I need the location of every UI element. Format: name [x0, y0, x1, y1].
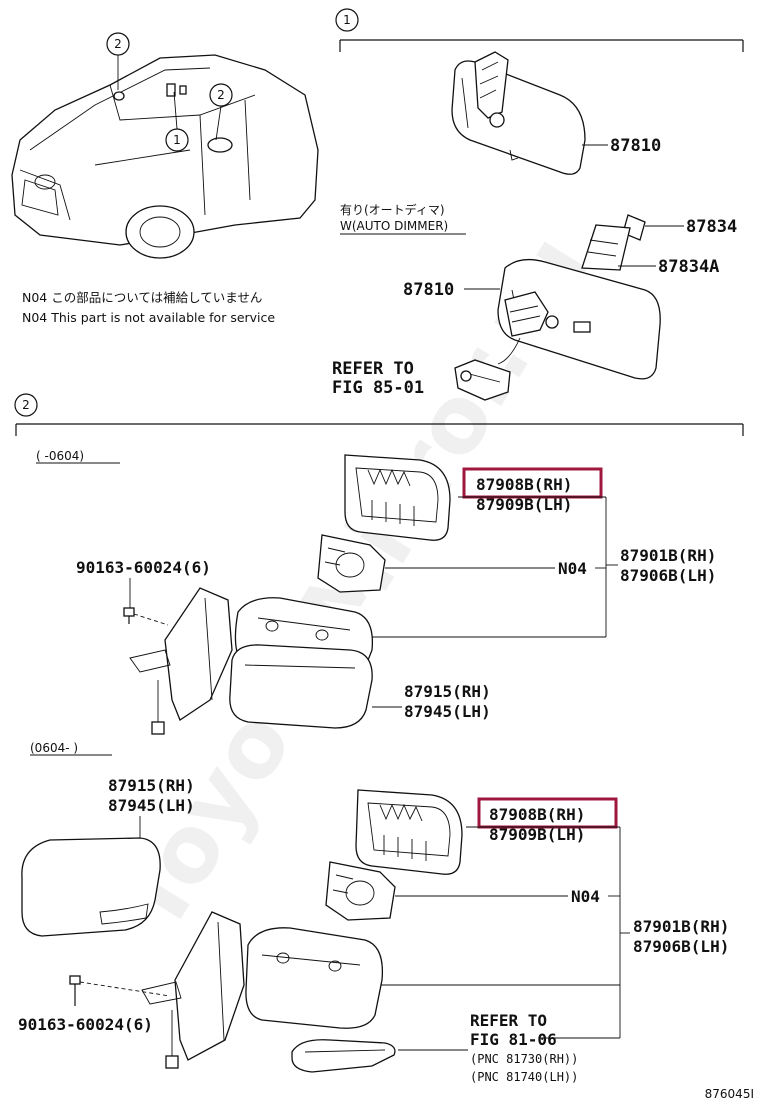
label-87834A: 87834A [658, 257, 719, 277]
svg-text:2: 2 [22, 398, 30, 412]
note-jp: N04 この部品については補給していません [22, 290, 262, 305]
variant-jp: 有り(オートディマ) [340, 202, 445, 217]
pnc-81730: (PNC 81730(RH)) [470, 1052, 578, 1066]
mirror-actuator-upper [317, 534, 386, 593]
section1-header: 1 [335, 8, 744, 52]
label-87945-lower: 87945(LH) [108, 796, 195, 815]
label-N04-lower: N04 [571, 887, 600, 906]
refer-85-01-line2: FIG 85-01 [332, 378, 424, 398]
section2-header: 2 [14, 393, 744, 436]
pnc-81740: (PNC 81740(LH)) [470, 1070, 578, 1084]
label-87810-top: 87810 [610, 136, 661, 156]
label-87810-bottom: 87810 [403, 280, 454, 300]
mirror-actuator-lower [325, 861, 396, 921]
mirror-glass-lower [355, 789, 463, 875]
range-lower: (0604- ) [30, 741, 78, 755]
refer-81-06-line2: FIG 81-06 [470, 1030, 557, 1049]
car-callout-2-side: 2 [209, 83, 233, 141]
assembly-bracket-upper [370, 496, 618, 638]
mirror-glass-upper [344, 454, 451, 541]
mirror-cover-upper [229, 644, 373, 729]
variant-en: W(AUTO DIMMER) [340, 219, 448, 233]
bolt-upper [123, 607, 169, 626]
mirror-base-upper [129, 587, 233, 735]
label-87908B-upper: 87908B(RH) [476, 475, 572, 494]
svg-text:2: 2 [114, 37, 122, 51]
label-87908B-lower: 87908B(RH) [489, 805, 585, 824]
svg-text:2: 2 [217, 88, 225, 102]
svg-text:1: 1 [173, 133, 181, 147]
figure-id: 876045I [705, 1087, 754, 1101]
note-en: N04 This part is not available for servi… [22, 310, 275, 325]
mirror-base-lower [141, 911, 245, 1069]
interior-mirror-auto-dimmer [497, 258, 661, 380]
label-87901B-lower: 87901B(RH) [633, 917, 729, 936]
label-87901B-upper: 87901B(RH) [620, 546, 716, 565]
car-callout-1: 1 [165, 91, 189, 152]
mirror-housing-lower [245, 927, 384, 1029]
bracket-87834 [581, 214, 646, 271]
label-87906B-lower: 87906B(LH) [633, 937, 729, 956]
refer-81-06-line1: REFER TO [470, 1011, 547, 1030]
svg-text:1: 1 [343, 13, 351, 27]
label-87906B-upper: 87906B(LH) [620, 566, 716, 585]
refer-85-01-line1: REFER TO [332, 359, 414, 379]
label-bolt-upper: 90163-60024(6) [76, 558, 211, 577]
label-87915-upper: 87915(RH) [404, 682, 491, 701]
car-callout-2-top: 2 [106, 32, 130, 90]
label-bolt-lower: 90163-60024(6) [18, 1015, 153, 1034]
range-upper: ( -0604) [36, 449, 84, 463]
label-87909B-lower: 87909B(LH) [489, 825, 585, 844]
label-N04-upper: N04 [558, 559, 587, 578]
label-87834: 87834 [686, 217, 737, 237]
label-87945-upper: 87945(LH) [404, 702, 491, 721]
label-87915-lower: 87915(RH) [108, 776, 195, 795]
car-illustration [11, 54, 319, 259]
interior-mirror-standard [451, 51, 586, 175]
label-87909B-upper: 87909B(LH) [476, 495, 572, 514]
bolt-lower [69, 975, 171, 1006]
assembly-bracket-lower [380, 826, 630, 1039]
mirror-cover-lower [21, 837, 161, 937]
mirror-wiring-connector [454, 337, 521, 401]
turn-signal-lamp [291, 1039, 396, 1073]
